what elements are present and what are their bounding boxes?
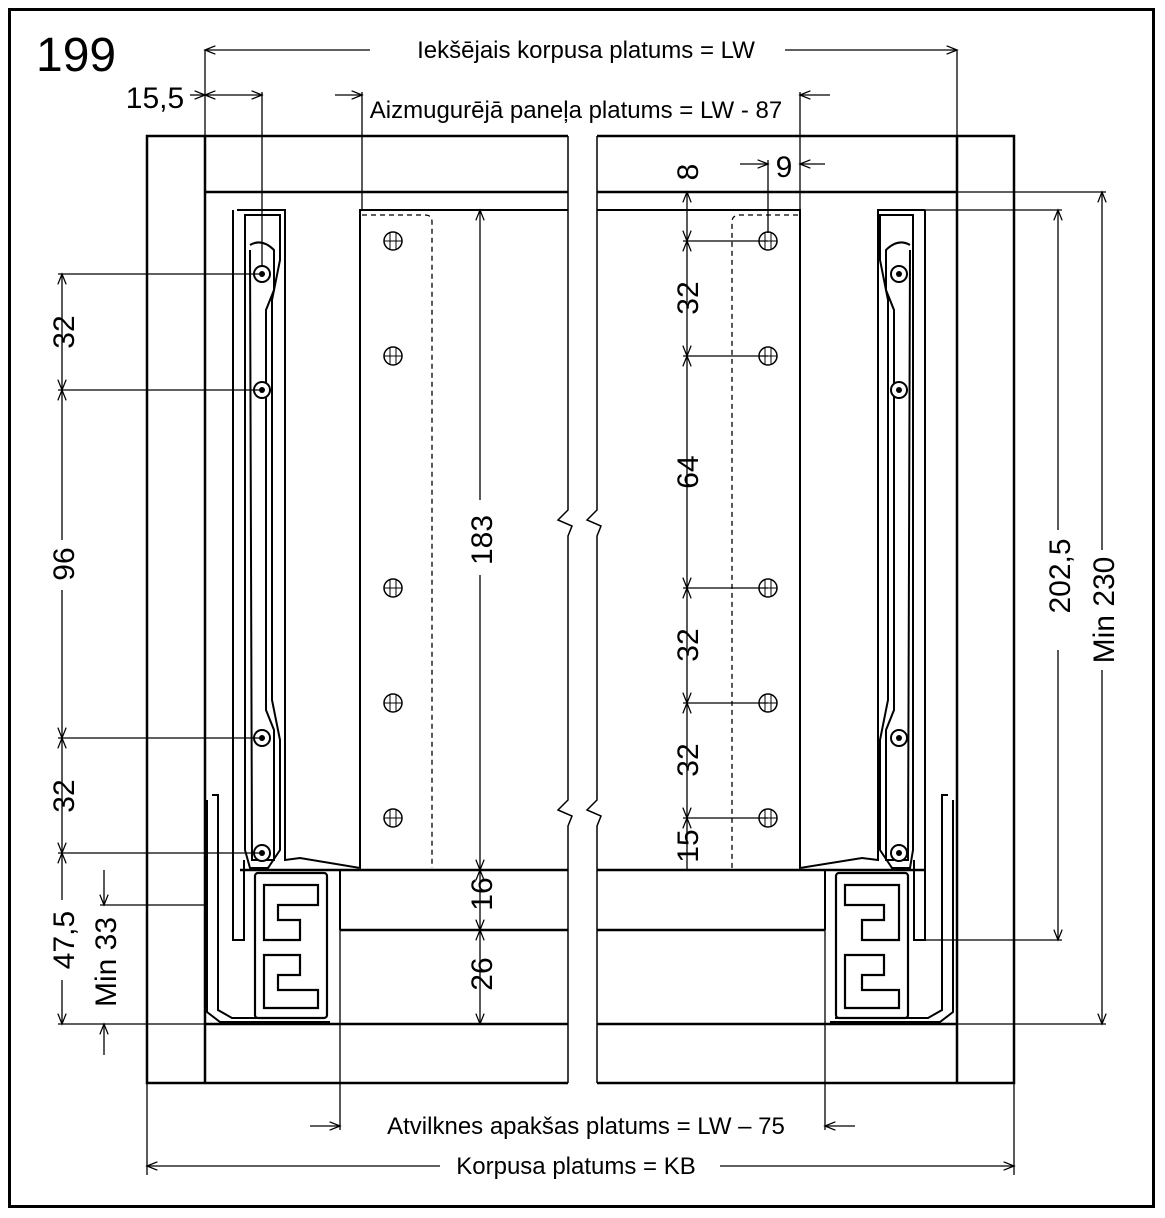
- dim-96: 96: [48, 547, 81, 580]
- dim-183: 183: [466, 515, 499, 565]
- dimension-lines: [58, 50, 1106, 1175]
- dim-min-33: Min 33: [90, 917, 123, 1007]
- left-runner: [206, 210, 330, 1023]
- dim-15-5: 15,5: [126, 82, 184, 115]
- left-profile: [253, 871, 329, 1020]
- dim-9: 9: [776, 151, 793, 184]
- dim-64: 64: [672, 455, 705, 488]
- dim-26: 26: [466, 957, 499, 990]
- back-panel-dashed: [362, 214, 798, 868]
- dim-32-d: 32: [672, 628, 705, 661]
- dim-47-5: 47,5: [48, 911, 81, 969]
- label-inner-width: Iekšējais korpusa platums = LW: [417, 37, 755, 64]
- dim-8: 8: [672, 164, 705, 181]
- break-lines: [556, 136, 602, 1083]
- label-drawer-bottom-width: Atvilknes apakšas platums = LW – 75: [387, 1113, 785, 1140]
- back-panel-holes: [383, 231, 778, 828]
- drawing-frame: [8, 8, 1155, 1208]
- dim-16: 16: [466, 877, 499, 910]
- label-cabinet-width: Korpusa platums = KB: [456, 1153, 695, 1180]
- dim-min-230: Min 230: [1088, 557, 1121, 664]
- runner-screws: [253, 265, 908, 862]
- cabinet-outline: [145, 134, 1016, 1085]
- dim-32-b: 32: [48, 779, 81, 812]
- dim-32-a: 32: [48, 315, 81, 348]
- right-profile: [834, 871, 910, 1020]
- label-back-panel-width: Aizmugurējā paneļa platums = LW - 87: [370, 97, 782, 124]
- drawer-body: [237, 209, 925, 932]
- dim-32-e: 32: [672, 743, 705, 776]
- page-number: 199: [36, 29, 117, 82]
- dim-202-5: 202,5: [1044, 538, 1077, 613]
- right-runner: [830, 210, 954, 1023]
- dim-15: 15: [672, 829, 705, 862]
- dim-32-c: 32: [672, 281, 705, 314]
